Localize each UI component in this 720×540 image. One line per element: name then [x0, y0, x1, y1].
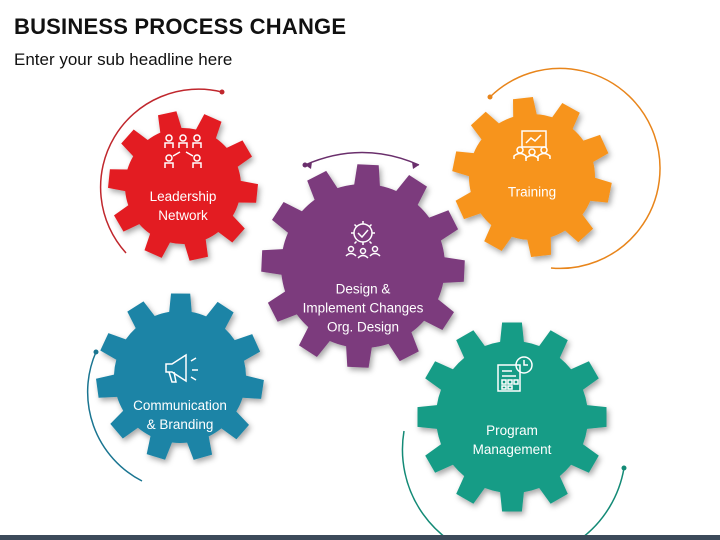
arc-program: [401, 430, 625, 540]
gear-label-design: Design & Implement Changes Org. Design: [302, 281, 424, 335]
arc-design-arrowhead-1: [305, 162, 312, 169]
gear-training: [452, 97, 612, 257]
slide-title: BUSINESS PROCESS CHANGE: [14, 14, 347, 39]
people-network-icon: [164, 134, 202, 168]
gear-label-training: Training: [507, 184, 557, 200]
arc-design: [304, 151, 420, 166]
arc-communication: [86, 351, 143, 482]
arc-design-arrowhead-2: [412, 162, 419, 169]
gear-program: [417, 322, 607, 512]
arc-leadership: [99, 88, 223, 254]
footer-bar: [0, 535, 720, 540]
arc-training: [489, 67, 661, 270]
gear-label-program: Program Management: [472, 423, 552, 457]
gear-label-communication: Communication & Branding: [133, 398, 227, 432]
gear-label-leadership: Leadership Network: [149, 189, 217, 223]
arc-communication-end-dot: [93, 349, 99, 355]
gear-check-people-icon: [345, 221, 381, 259]
arc-training-end-dot: [487, 94, 493, 100]
calendar-clock-icon: [497, 356, 533, 392]
arc-leadership-end-dot: [219, 89, 225, 95]
gear-leadership: [108, 111, 258, 261]
presentation-board-icon: [513, 130, 551, 161]
arc-program-end-dot: [621, 465, 627, 471]
slide-subtitle: Enter your sub headline here: [14, 50, 233, 69]
gear-design: [261, 164, 465, 368]
megaphone-icon: [165, 353, 198, 383]
